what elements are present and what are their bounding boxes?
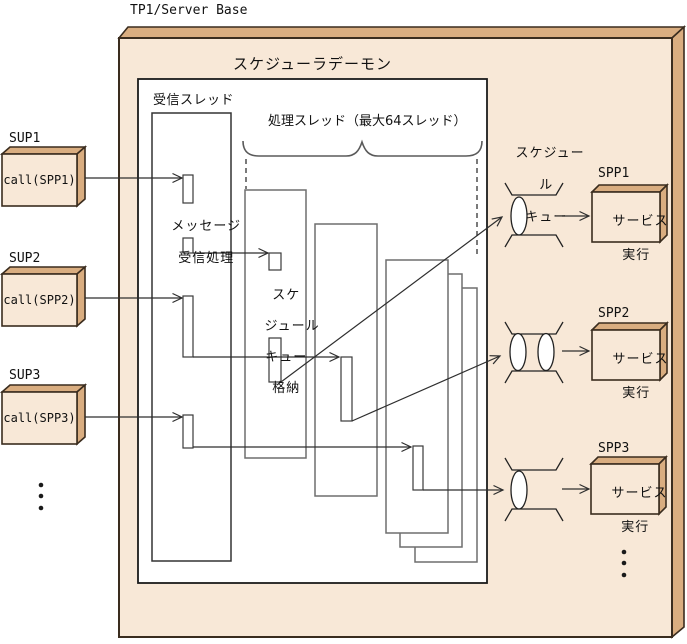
spp1-box bbox=[590, 183, 669, 244]
spp3-service-label: サービス 実行 bbox=[591, 468, 667, 553]
spp3-box bbox=[589, 455, 668, 516]
more-spps-ellipsis bbox=[621, 549, 627, 578]
schedule-queue-label: スケジュー ル キュー bbox=[495, 130, 584, 242]
schedule-queue-3 bbox=[504, 457, 564, 522]
scheduler-daemon-label: スケジューラデーモン bbox=[233, 55, 392, 73]
schedule-queue-1 bbox=[504, 182, 564, 248]
sup3-call-label: call(SPP3) bbox=[3, 411, 76, 425]
processing-thread-brace bbox=[242, 139, 483, 257]
activity-rects bbox=[182, 174, 424, 491]
receive-thread-label: 受信スレッド bbox=[153, 93, 235, 108]
queue-label-line3: キュー bbox=[525, 210, 568, 225]
processing-threads-label: 処理スレッド（最大64スレッド） bbox=[268, 114, 467, 129]
store-line1: スケ bbox=[272, 287, 301, 303]
spp1-service-line1: サービス bbox=[612, 214, 669, 229]
spp3-service-line2: 実行 bbox=[621, 520, 650, 535]
spp3-service-line1: サービス bbox=[611, 486, 668, 501]
spp1-name: SPP1 bbox=[598, 166, 630, 181]
spp2-name: SPP2 bbox=[598, 306, 630, 321]
sup3-box bbox=[0, 383, 88, 446]
sup2-name: SUP2 bbox=[9, 251, 41, 266]
sup3-name: SUP3 bbox=[9, 368, 41, 383]
spp2-box bbox=[590, 321, 669, 382]
queue-label-line1: スケジュー bbox=[515, 146, 585, 161]
spp1-service-line2: 実行 bbox=[622, 248, 651, 263]
page-title: TP1/Server Base bbox=[130, 3, 248, 18]
schedule-queue-store-label: スケ ジュール キュー 格納 bbox=[244, 272, 319, 412]
message-receive-line1: メッセージ bbox=[171, 219, 242, 234]
spp3-name: SPP3 bbox=[598, 441, 630, 456]
store-line4: 格納 bbox=[272, 380, 301, 396]
flow-arrows bbox=[85, 172, 591, 496]
schedule-queue-2 bbox=[504, 321, 564, 384]
spp1-service-label: サービス 実行 bbox=[592, 196, 668, 281]
sup2-box bbox=[0, 265, 88, 328]
spp2-service-line1: サービス bbox=[612, 352, 669, 367]
spp2-service-label: サービス 実行 bbox=[592, 334, 668, 419]
store-line3: キュー bbox=[265, 349, 308, 365]
sup1-name: SUP1 bbox=[9, 131, 41, 146]
more-sups-ellipsis bbox=[38, 482, 44, 511]
spp2-service-line2: 実行 bbox=[622, 386, 651, 401]
message-receive-process-label: メッセージ 受信処理 bbox=[150, 203, 242, 283]
message-receive-line2: 受信処理 bbox=[178, 251, 235, 266]
sup1-call-label: call(SPP1) bbox=[3, 173, 76, 187]
sup1-box bbox=[0, 145, 88, 208]
store-line2: ジュール bbox=[264, 318, 320, 334]
sup2-call-label: call(SPP2) bbox=[3, 293, 76, 307]
queue-label-line2: ル bbox=[539, 178, 554, 193]
